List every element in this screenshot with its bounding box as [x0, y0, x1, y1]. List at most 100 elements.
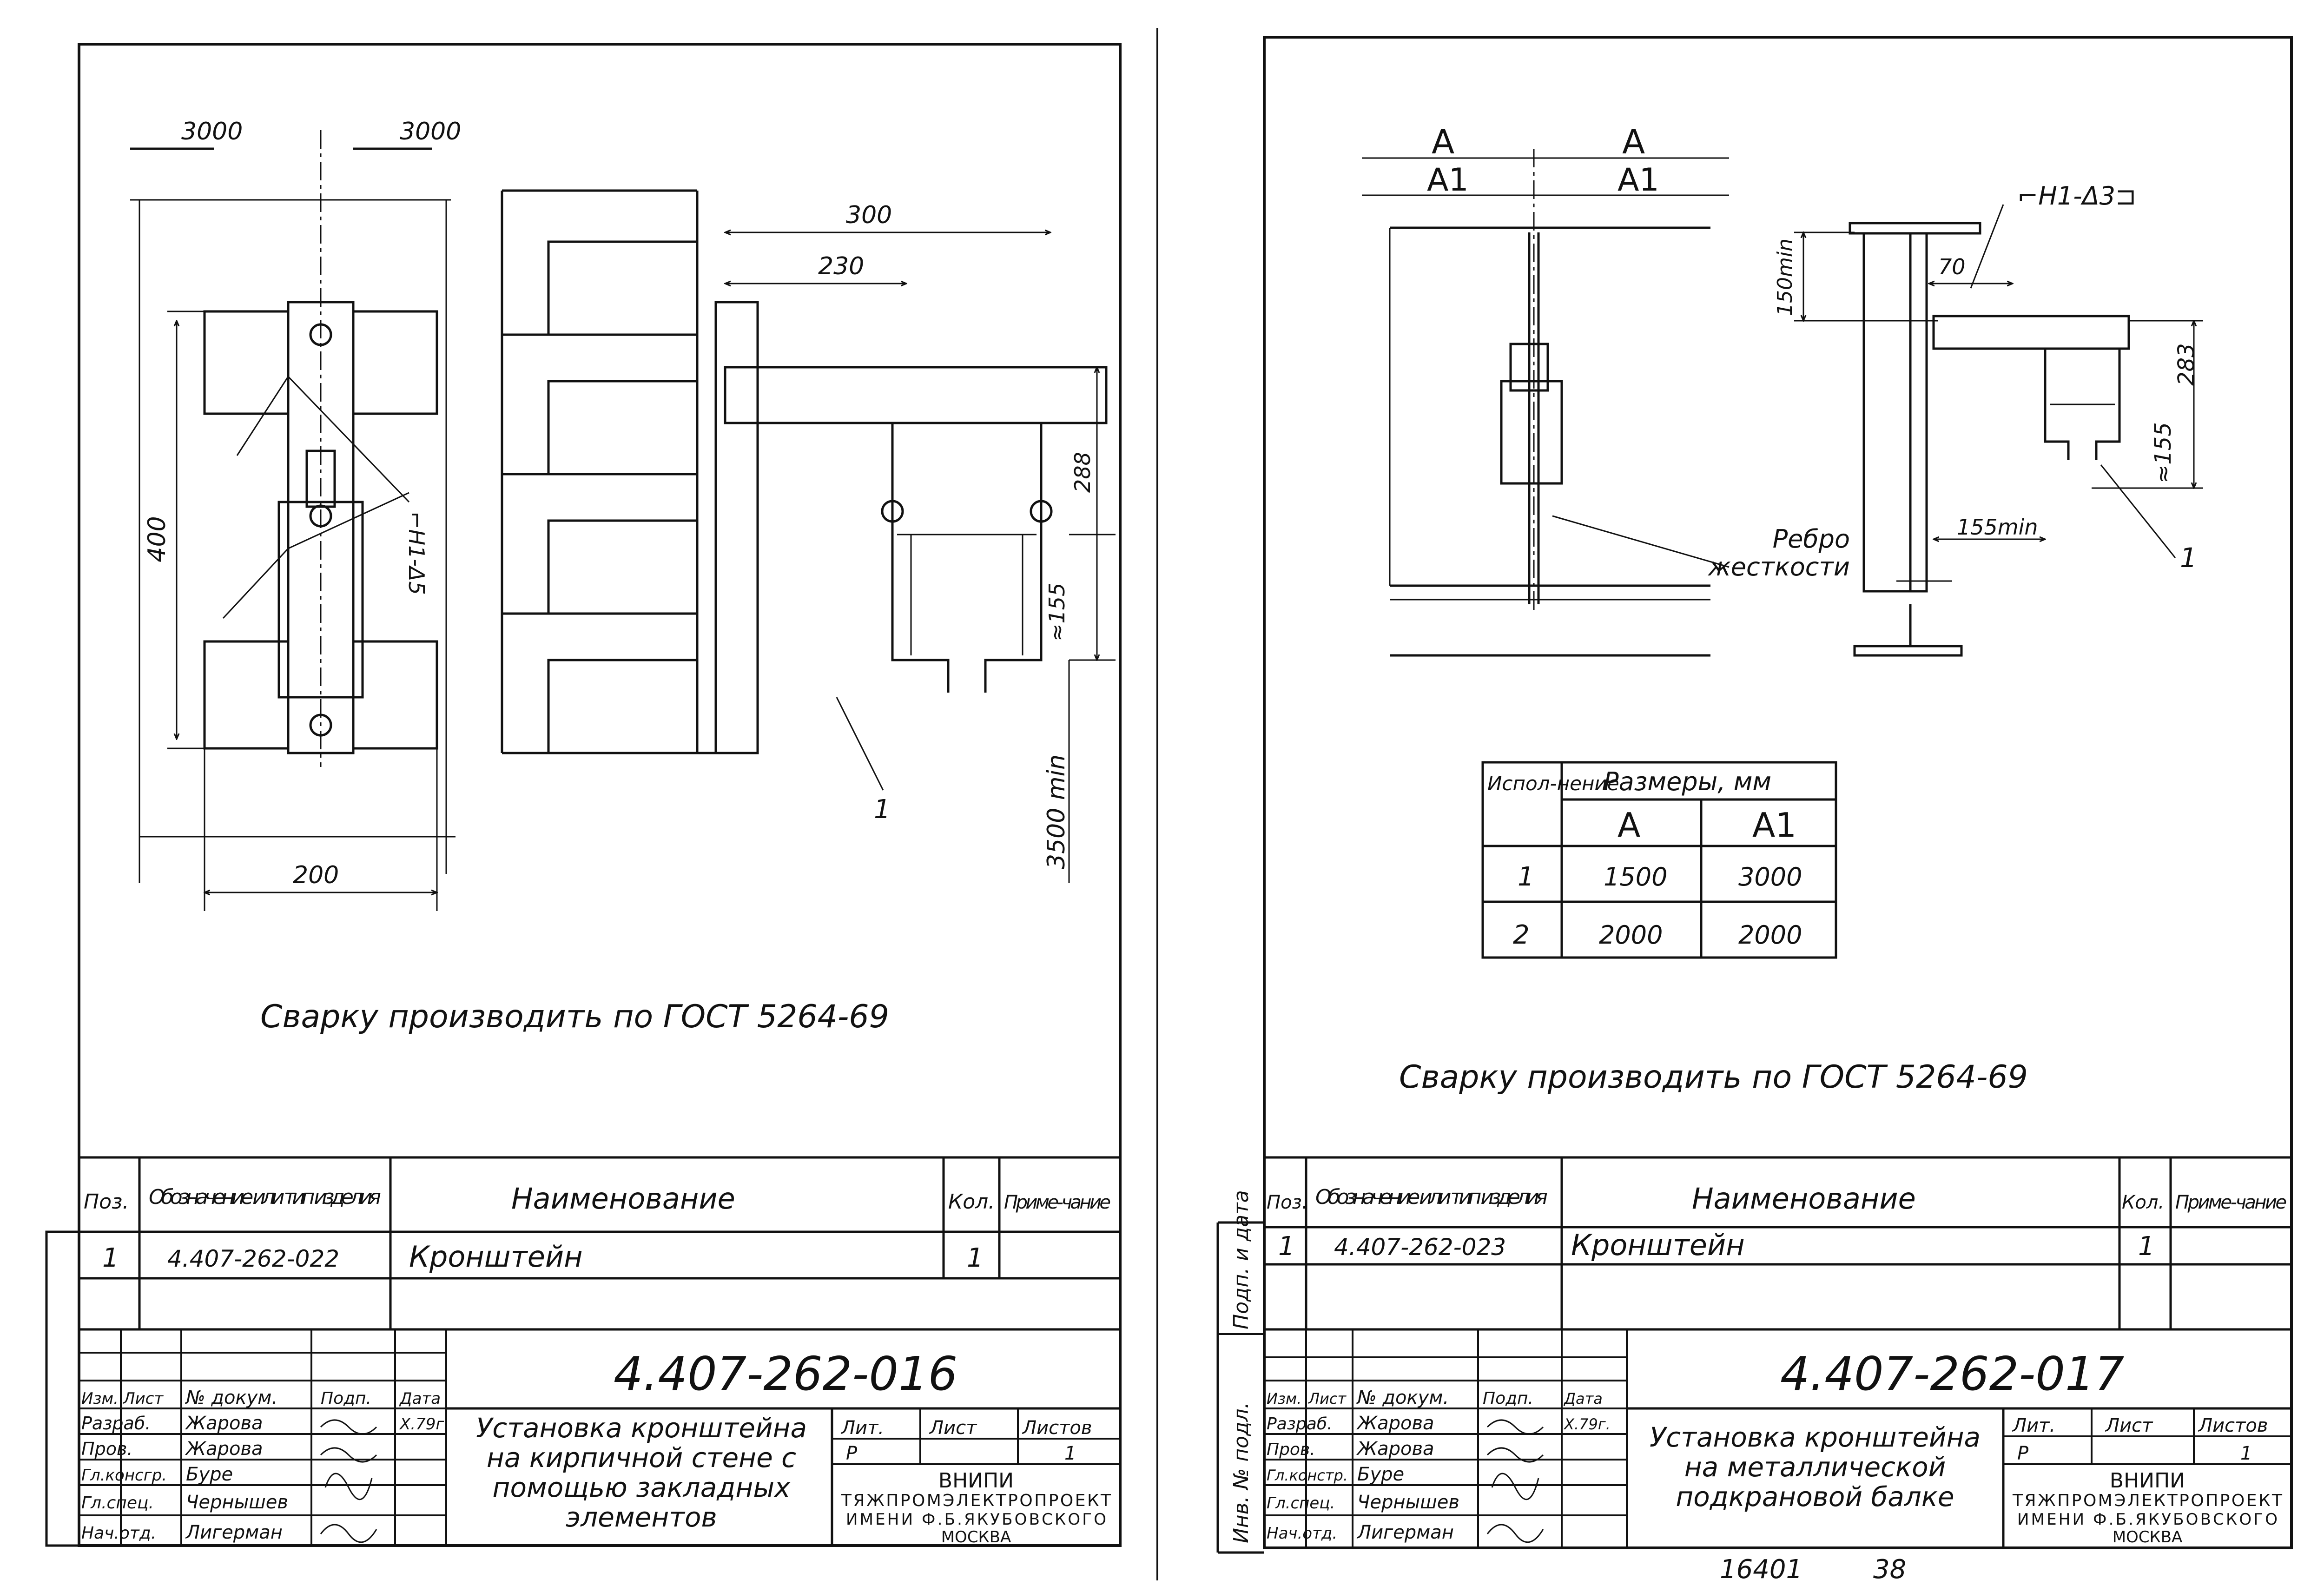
- left-sheet: [45, 43, 1122, 1547]
- signature-mark: [320, 1524, 377, 1543]
- dim-150min: 150min: [1773, 238, 1797, 316]
- left-name-4: Лигерман: [185, 1522, 283, 1543]
- left-role-1: Пров.: [81, 1439, 132, 1459]
- table-col-a1: A1: [1752, 806, 1796, 845]
- left-col-list: Лист: [122, 1389, 164, 1408]
- r-spec-header-name: Наименование: [1692, 1182, 1916, 1216]
- dim-200: 200: [293, 861, 339, 889]
- pos-1-right: 1: [2180, 542, 2197, 574]
- right-role-4: Нач.отд.: [1267, 1524, 1337, 1543]
- left-role-0: Разраб.: [81, 1413, 151, 1434]
- right-sheet: [1216, 36, 2293, 1554]
- rib-label-box: Ребро жесткости: [1708, 525, 1850, 582]
- left-date-0: X.79г.: [399, 1415, 449, 1434]
- dim-400: 400: [143, 516, 171, 562]
- r-spec-header-remark: Приме-чание: [2175, 1192, 2287, 1213]
- right-spec-table: [1263, 1156, 2293, 1331]
- dim-a1-right: A1: [1618, 162, 1659, 198]
- dim-3500: 3500 min: [1043, 754, 1070, 869]
- r-spec-row-qty: 1: [2138, 1231, 2155, 1262]
- right-name-1: Жарова: [1356, 1438, 1434, 1460]
- left-org-3: МОСКВА: [941, 1528, 1011, 1546]
- left-spec-table: [78, 1156, 1122, 1331]
- right-stamp-title: Установка кронштейна на металлической по…: [1649, 1422, 1981, 1513]
- weld-note-text-right: Сварку производить по ГОСТ 5264-69: [1399, 1059, 2028, 1096]
- side-label-sign-date: Подп. и дата: [1229, 1190, 1253, 1329]
- spec-header-designation: Обозначение или тип изделия: [149, 1185, 381, 1209]
- table-row-0-exec: 1: [1518, 862, 1534, 892]
- right-org-0: ВНИПИ: [2110, 1469, 2185, 1493]
- r-spec-header-pos: Поз.: [1267, 1192, 1308, 1213]
- left-org-2: ИМЕНИ Ф.Б.ЯКУБОВСКОГО: [846, 1510, 1106, 1529]
- left-name-1: Жарова: [185, 1438, 263, 1460]
- left-name-0: Жарова: [185, 1413, 263, 1434]
- left-sheet-frame: [78, 43, 1122, 1547]
- left-stamp-code: 4.407-262-016: [614, 1347, 957, 1401]
- dim-a-left: A: [1432, 122, 1454, 161]
- r-spec-row-name: Кронштейн: [1571, 1228, 1745, 1262]
- table-row-0-a1: 3000: [1738, 862, 1802, 892]
- weld-note-right: ⌐H1-Δ3⊐: [2017, 181, 2136, 211]
- dim-70: 70: [1938, 254, 1966, 279]
- right-role-2: Гл.констр.: [1267, 1467, 1348, 1484]
- rib-label: Ребро жесткости: [1708, 525, 1850, 582]
- right-front-view: [1362, 149, 1730, 657]
- left-stamp-texts: 4.407-262-016 Изм. Лист № докум. Подп. Д…: [81, 1347, 1111, 1546]
- spec-row-pos: 1: [102, 1243, 119, 1273]
- table-row-0-a: 1500: [1604, 862, 1667, 892]
- left-name-2: Буре: [186, 1464, 233, 1485]
- right-org-3: МОСКВА: [2113, 1528, 2183, 1546]
- left-name-3: Чернышев: [186, 1492, 288, 1513]
- spec-header-name: Наименование: [511, 1182, 735, 1216]
- table-row-1-a: 2000: [1599, 920, 1663, 950]
- left-org-1: ТЯЖПРОМЭЛЕКТРОПРОЕКТ: [841, 1491, 1111, 1510]
- left-col-izm: Изм.: [81, 1389, 119, 1408]
- r-spec-row-pos: 1: [1278, 1231, 1295, 1262]
- left-col-sign: Подп.: [321, 1389, 371, 1408]
- left-col-date: Дата: [399, 1389, 441, 1408]
- spec-header-remark: Приме-чание: [1004, 1192, 1111, 1213]
- weld-note-text-left: Сварку производить по ГОСТ 5264-69: [260, 998, 889, 1035]
- left-dim-texts: 3000 3000 400 200 ⌐H1-Δ5 300 230 288 ≈15…: [143, 118, 1095, 1035]
- dim-155-left: ≈155: [1044, 583, 1070, 641]
- left-lit-value: Р: [846, 1443, 858, 1464]
- dim-288: 288: [1070, 452, 1095, 493]
- left-sheet-label: Лист: [929, 1417, 977, 1439]
- left-stamp-title: Установка кронштейна на кирпичной стене …: [475, 1413, 807, 1533]
- weld-note-left: ⌐H1-Δ5: [404, 511, 429, 595]
- right-stamp-code: 4.407-262-017: [1780, 1347, 2124, 1401]
- right-stamp-title-box: Установка кронштейна на металлической по…: [1649, 1422, 1981, 1513]
- right-col-list: Лист: [1308, 1390, 1347, 1408]
- dim-283: 283: [2173, 343, 2199, 386]
- left-role-2: Гл.консгр.: [81, 1466, 167, 1485]
- r-spec-header-qty: Кол.: [2122, 1192, 2164, 1213]
- right-col-izm: Изм.: [1267, 1390, 1301, 1408]
- dim-3000-right: 3000: [400, 118, 461, 145]
- spec-header-pos: Поз.: [84, 1190, 129, 1214]
- right-stamp-grid: [1264, 1329, 2291, 1548]
- right-name-3: Чернышев: [1357, 1492, 1459, 1513]
- execution-table-texts: Испол-нение Размеры, мм A A1 1 1500 3000…: [1399, 767, 2028, 1096]
- signature-mark: [324, 1473, 373, 1500]
- right-sheets-value: 1: [2240, 1443, 2252, 1464]
- right-col-sign: Подп.: [1483, 1389, 1533, 1408]
- right-role-1: Пров.: [1267, 1440, 1315, 1459]
- page-number: 38: [1873, 1554, 1906, 1585]
- left-sheets-value: 1: [1064, 1443, 1076, 1464]
- dim-230: 230: [818, 252, 864, 280]
- right-lit-value: Р: [2017, 1443, 2029, 1464]
- right-col-date: Дата: [1563, 1390, 1603, 1408]
- right-role-0: Разраб.: [1267, 1414, 1332, 1434]
- signature-mark: [320, 1447, 377, 1463]
- left-sheets-label: Листов: [1022, 1417, 1092, 1439]
- table-col-a: A: [1618, 806, 1640, 845]
- dim-300: 300: [846, 201, 892, 229]
- pos-1-left: 1: [874, 794, 891, 825]
- archive-number: 16401: [1720, 1554, 1802, 1585]
- right-sheet-frame: [1263, 36, 2293, 1549]
- left-role-3: Гл.спец.: [81, 1493, 154, 1513]
- right-col-doc: № докум.: [1356, 1387, 1449, 1408]
- signature-mark: [1486, 1447, 1544, 1463]
- side-label-inv-no: Инв. № подл.: [1229, 1402, 1253, 1543]
- left-side-view: [501, 189, 1116, 883]
